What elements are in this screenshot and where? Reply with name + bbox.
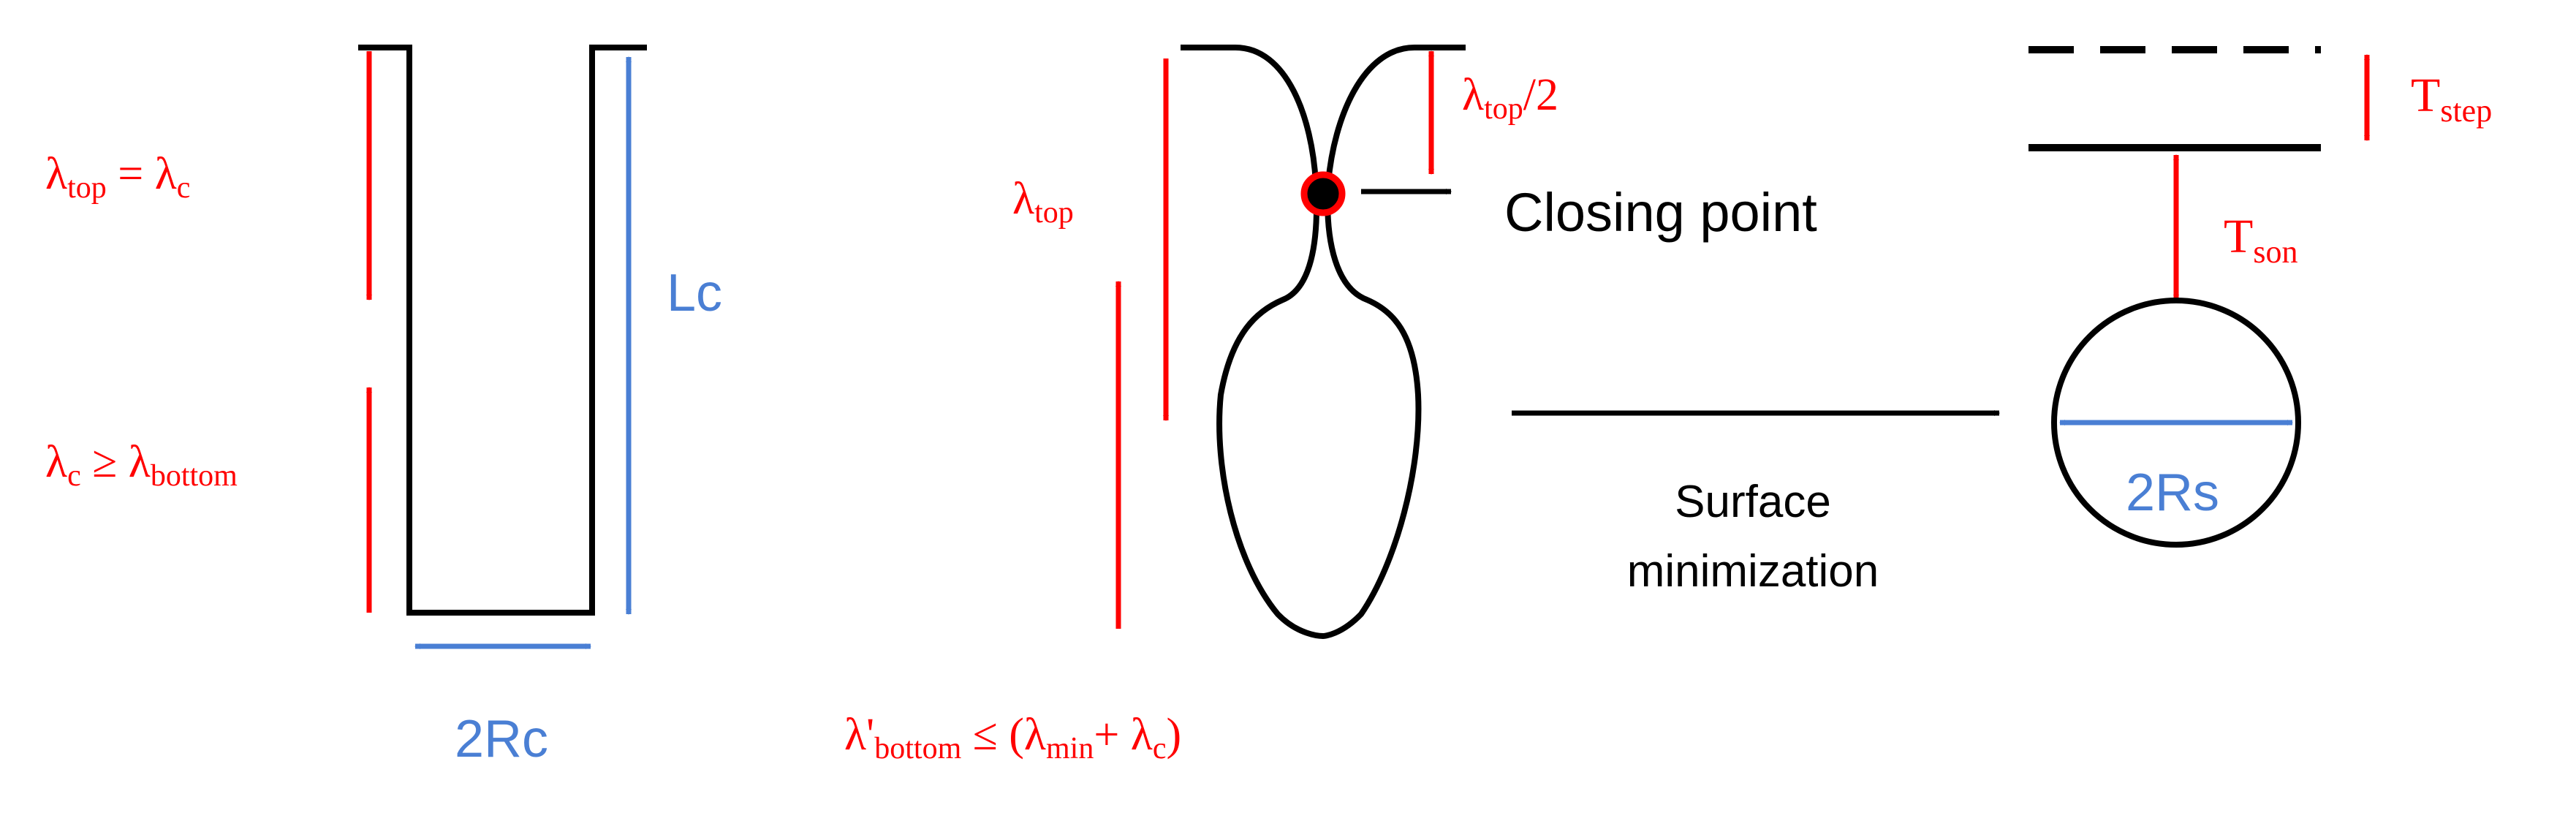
rc-width-label: 2Rc	[455, 710, 548, 768]
process-label-line1: Surface	[1675, 477, 1831, 527]
cavity-panel: λtop = λc λc ≥ λbottom Lc 2Rc	[45, 45, 722, 768]
spherical-bubble	[2051, 298, 2301, 548]
t-step-label: Tstep	[2411, 69, 2492, 129]
closing-point-dot	[1300, 171, 1346, 216]
closing-panel: Closing point λtop λtop/2 λ'bottom ≤ (λm…	[844, 45, 1817, 765]
lambda-top-mid-label: λtop	[1012, 174, 1074, 230]
lambda-top-eq-label: λtop = λc	[45, 149, 190, 205]
half-top-label: λtop/2	[1462, 70, 1558, 126]
bubble-panel: Tstep Tson 2Rs	[2028, 46, 2492, 548]
cavity-outline	[358, 45, 647, 616]
rs-width-label: 2Rs	[2126, 464, 2219, 522]
process-step: Surface minimization	[1512, 410, 2000, 597]
t-son-label: Tson	[2224, 210, 2297, 270]
bubble-neck-right	[1322, 45, 1466, 639]
lc-label: Lc	[667, 264, 722, 322]
lambda-c-ge-label: λc ≥ λbottom	[45, 437, 238, 493]
closing-point-label: Closing point	[1504, 182, 1817, 243]
process-label-line2: minimization	[1627, 546, 1879, 597]
lambda-bottom-label: λ'bottom ≤ (λmin+ λc)	[844, 710, 1181, 765]
bubble-neck-left	[1181, 45, 1324, 639]
